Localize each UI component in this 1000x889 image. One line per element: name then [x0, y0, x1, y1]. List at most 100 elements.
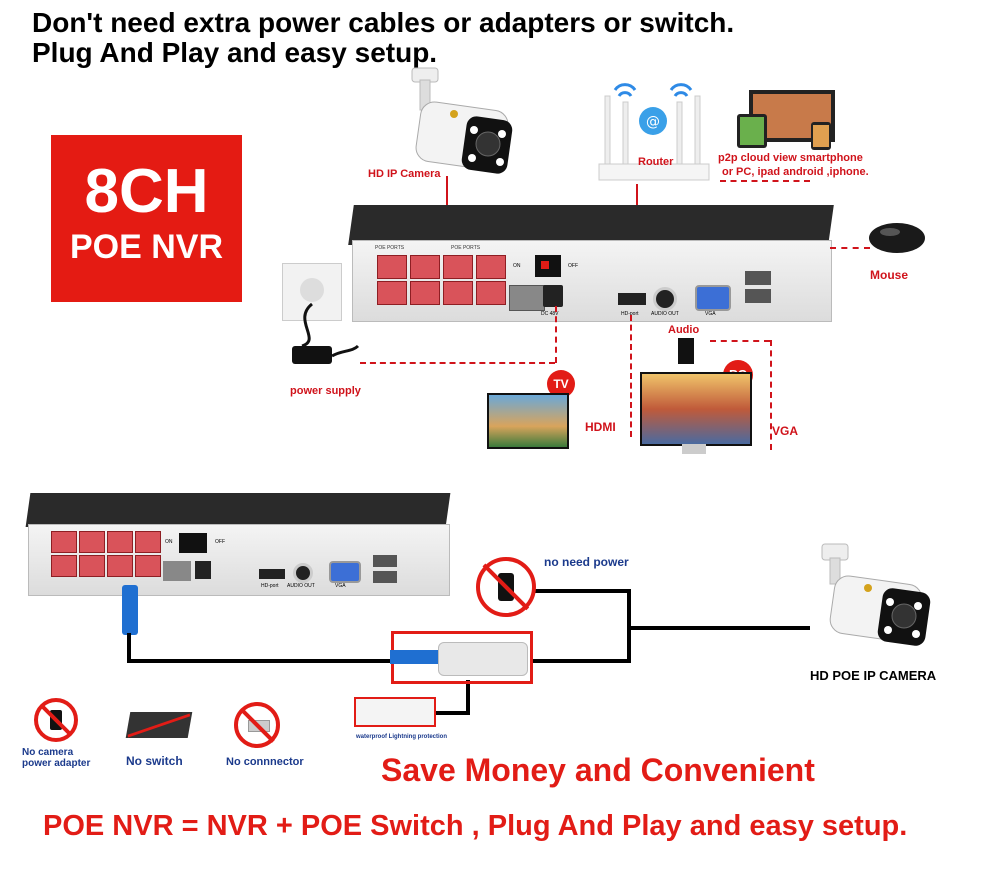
poe-port [443, 281, 473, 305]
waterproof-cap-icon [438, 642, 528, 676]
vga-port-icon [329, 561, 361, 583]
poe-camera-icon [821, 543, 931, 646]
tv-icon [487, 393, 569, 449]
svg-text:@: @ [646, 114, 660, 130]
waterproof-connector-box [390, 631, 533, 684]
lan-port-icon [509, 285, 545, 311]
headline-line-2: Plug And Play and easy setup. [32, 37, 438, 68]
dc-jack-icon [543, 285, 563, 307]
cable-line [466, 680, 470, 714]
poe-port [476, 281, 506, 305]
label-audio: Audio [668, 324, 700, 336]
label-router: Router [638, 156, 674, 168]
blue-plug-icon [122, 585, 138, 635]
router-link-line [636, 184, 638, 224]
power-on-label: ON [165, 539, 173, 545]
poe-port [377, 255, 407, 279]
nvr-top-cover [348, 205, 834, 245]
poe-ports-label-right: POE PORTS [451, 245, 481, 251]
rj45-plug-icon [390, 650, 440, 664]
vga-label: VGA [705, 311, 716, 317]
cable-line [627, 626, 810, 630]
mouse-link-line [830, 247, 870, 250]
ip-camera-icon [411, 67, 513, 174]
label-power-supply: power supply [290, 385, 361, 397]
power-supply-icon [292, 302, 360, 364]
poe-port [79, 555, 105, 577]
label-p2p-line-2: or PC, ipad android ,iphone. [722, 166, 869, 178]
poe-ports-label-left: POE PORTS [375, 245, 405, 251]
vga-port-icon [695, 285, 731, 311]
mouse-icon [869, 223, 925, 253]
power-off-label: OFF [568, 263, 578, 269]
no-camera-adapter-icon [34, 698, 78, 742]
no-power-adapter-icon [476, 557, 536, 617]
cable-line [530, 659, 630, 663]
lan-port-icon [163, 561, 191, 581]
speaker-icon [678, 338, 694, 364]
poe-port [476, 255, 506, 279]
label-vga: VGA [772, 424, 799, 438]
poe-port [135, 555, 161, 577]
hd-port-label: HD-port [261, 583, 279, 589]
poe-port [107, 555, 133, 577]
poe-port-group [51, 531, 161, 579]
cable-line [127, 659, 397, 663]
headline-line-1: Don't need extra power cables or adapter… [32, 7, 735, 38]
pc-monitor-icon [640, 372, 752, 446]
label-no-need-power: no need power [544, 555, 629, 569]
poe-port [410, 255, 440, 279]
vga-link-horizontal [710, 340, 770, 343]
label-no-switch: No switch [126, 754, 183, 768]
label-no-camera-adapter-line-2: power adapter [22, 758, 91, 769]
badge-channels: 8CH [84, 157, 209, 226]
label-hdmi: HDMI [585, 420, 616, 434]
poe-port [135, 531, 161, 553]
hdmi-link-line [630, 315, 633, 437]
cable-line [535, 589, 631, 593]
poe-port [443, 255, 473, 279]
vga-label: VGA [335, 583, 346, 589]
nvr-bottom-top-cover [25, 493, 451, 527]
label-hd-poe-ip-camera: HD POE IP CAMERA [810, 668, 937, 683]
power-off-label: OFF [215, 539, 225, 545]
nvr-bottom-rear-panel: ON OFF HD-port AUDIO OUT VGA [28, 524, 450, 596]
monitor-stand-icon [682, 444, 706, 454]
waterproof-piece-icon [354, 697, 436, 727]
equation: POE NVR = NVR + POE Switch , Plug And Pl… [43, 810, 908, 842]
power-switch-icon [179, 533, 207, 553]
audio-out-port-icon [293, 563, 313, 583]
usb-port-icon [745, 289, 771, 303]
wall-socket-icon [282, 263, 342, 321]
devices-icon [737, 90, 835, 150]
cable-line [436, 711, 470, 715]
label-no-camera-adapter: No camera power adapter [22, 747, 90, 769]
router-icon: @ [598, 83, 710, 181]
product-badge: 8CH POE NVR [51, 135, 242, 302]
power-on-label: ON [513, 263, 521, 269]
poe-port-group [377, 255, 507, 307]
badge-type: POE NVR [69, 228, 224, 266]
slogan: Save Money and Convenient [381, 752, 815, 788]
power-switch-icon [535, 255, 561, 277]
cloud-link-line [720, 180, 810, 183]
hdmi-port-icon [259, 569, 285, 579]
usb-port-icon [745, 271, 771, 285]
poe-port [79, 531, 105, 553]
audio-out-label: AUDIO OUT [651, 311, 679, 317]
power-link-line [360, 362, 555, 365]
poe-port [51, 555, 77, 577]
audio-out-port-icon [653, 287, 677, 311]
usb-port-icon [373, 571, 397, 583]
label-mouse: Mouse [870, 268, 909, 282]
label-p2p-line-1: p2p cloud view smartphone [718, 152, 863, 164]
hd-port-label: HD-port [621, 311, 639, 317]
poe-port [107, 531, 133, 553]
switch-icon [125, 712, 193, 738]
vga-link-line [770, 340, 773, 450]
cable-line [127, 633, 131, 663]
label-waterproof: waterproof Lightning protection [356, 734, 447, 740]
usb-port-icon [373, 555, 397, 567]
nvr-rear-panel: POE PORTS POE PORTS ON OFF DC 48V HD-por… [352, 240, 832, 322]
audio-out-label: AUDIO OUT [287, 583, 315, 589]
